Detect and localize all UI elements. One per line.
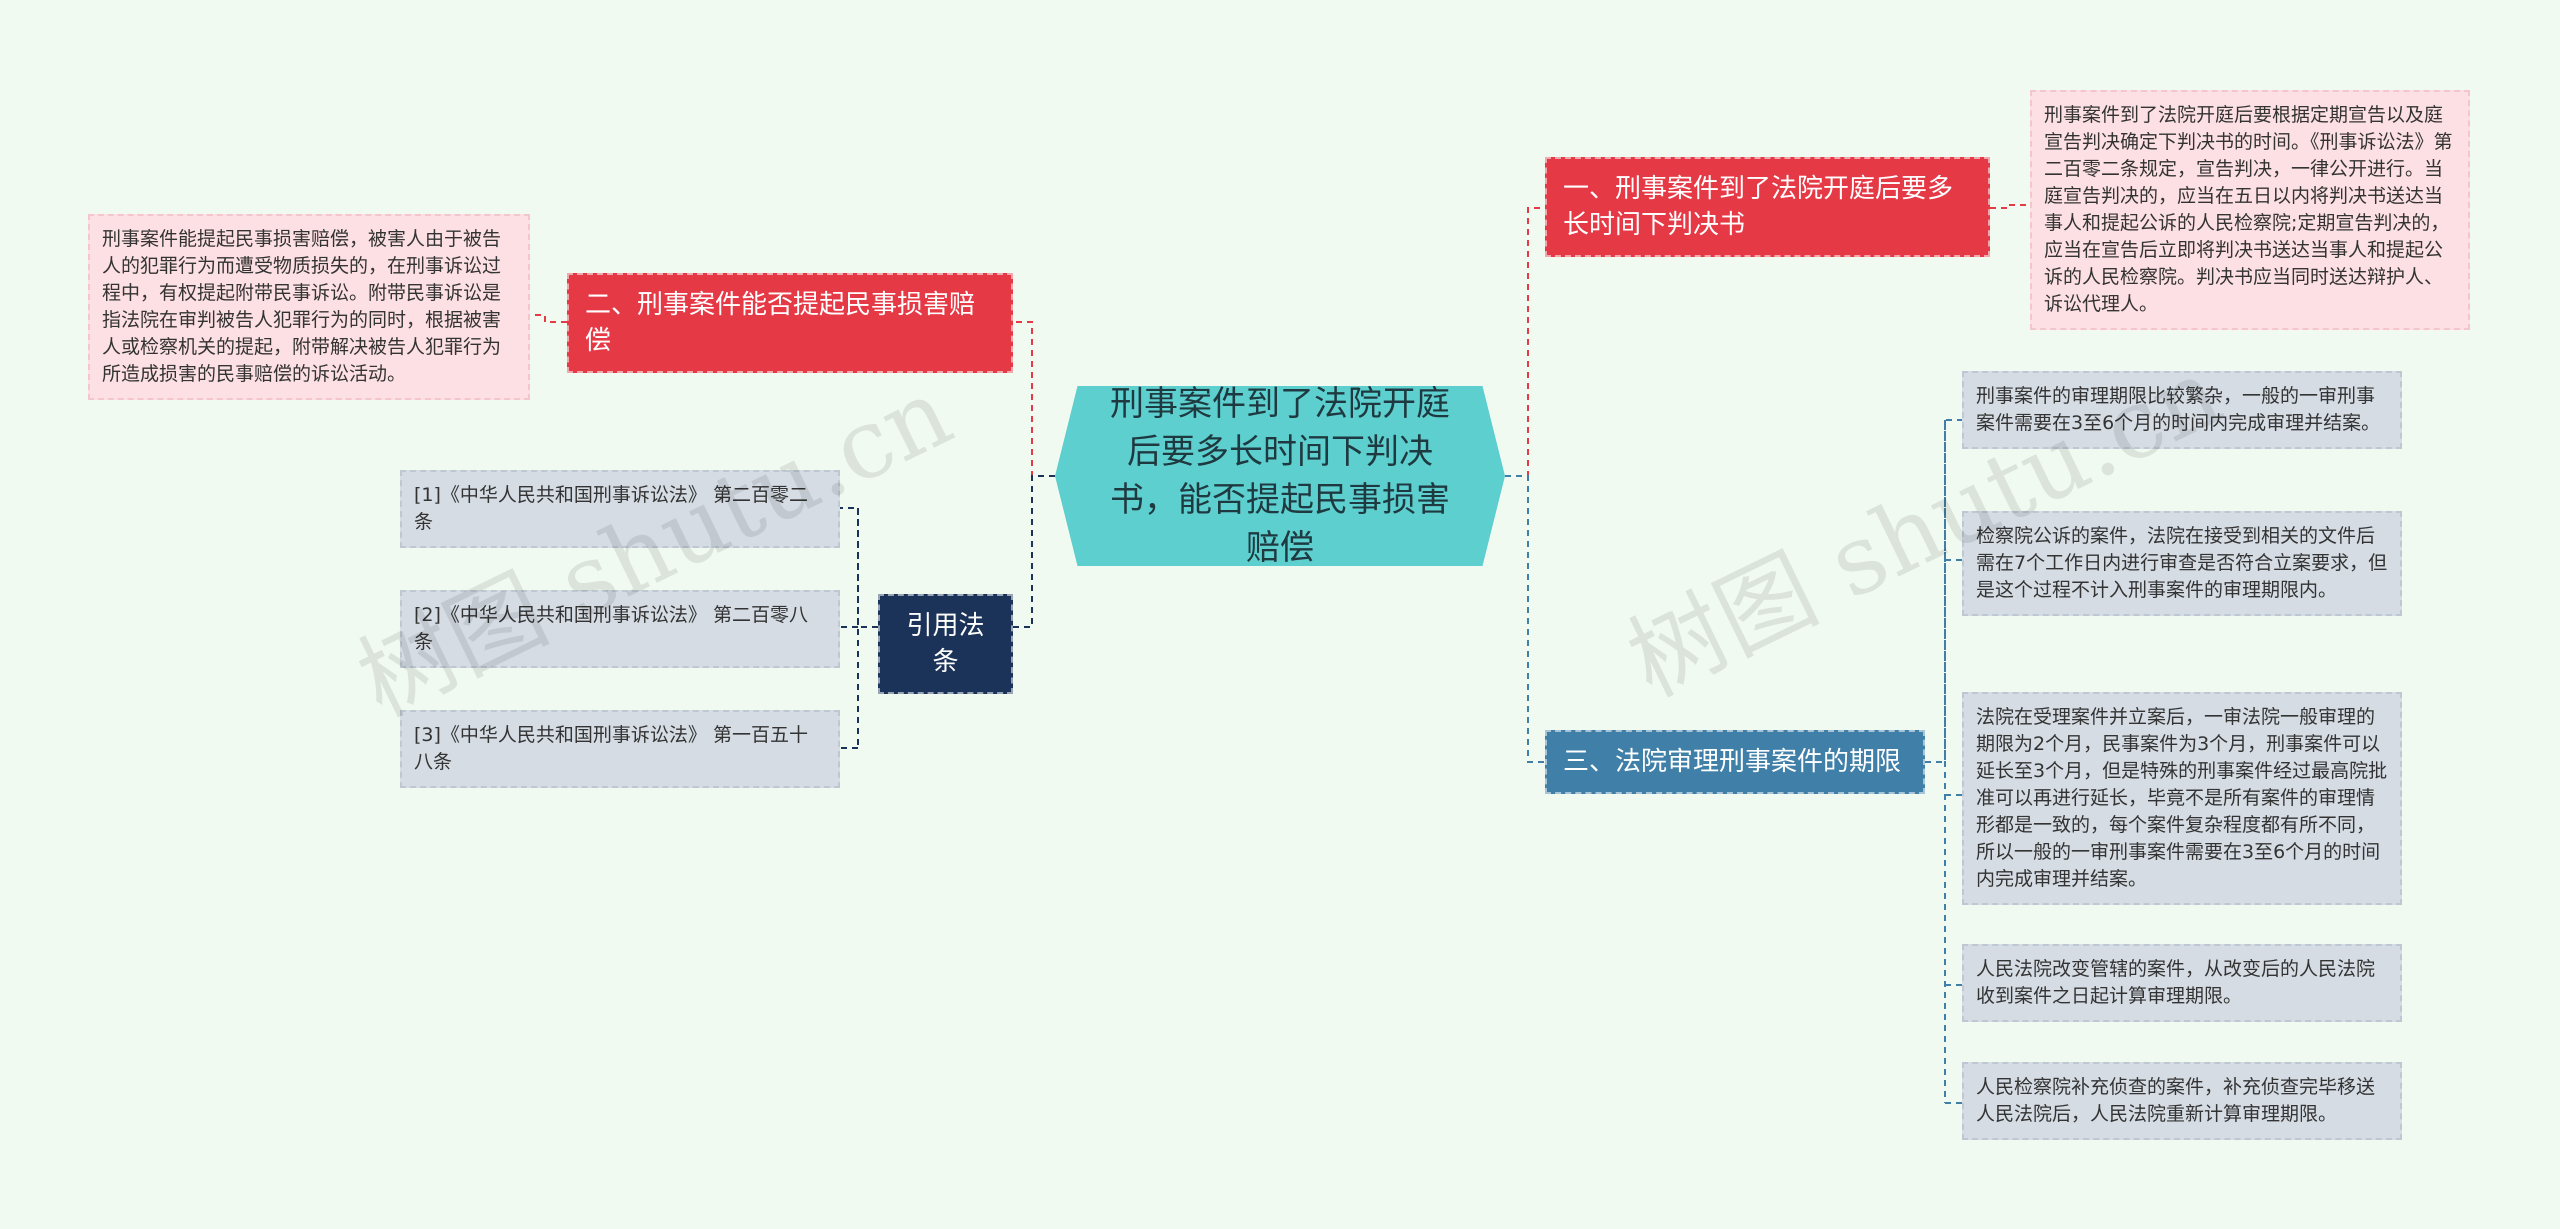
branch-1-leaf-1[interactable]: 刑事案件到了法院开庭后要根据定期宣告以及庭宣告判决确定下判决书的时间。《刑事诉讼…	[2030, 90, 2470, 330]
central-topic-text: 刑事案件到了法院开庭后要多长时间下判决书，能否提起民事损害赔偿	[1110, 384, 1450, 568]
connector-center-b2	[1013, 321, 1055, 477]
branch-2-node[interactable]: 二、刑事案件能否提起民事损害赔偿	[567, 273, 1013, 373]
branch-3-leaf-4[interactable]: 人民法院改变管辖的案件，从改变后的人民法院收到案件之日起计算审理期限。	[1962, 944, 2402, 1022]
connector-b2-leaf	[530, 314, 567, 323]
branch-4-node[interactable]: 引用法条	[878, 594, 1013, 694]
connector-center-b1	[1505, 207, 1545, 477]
leaf-text: 刑事案件的审理期限比较繁杂，一般的一审刑事案件需要在3至6个月的时间内完成审理并…	[1976, 385, 2381, 434]
leaf-text: [2]《中华人民共和国刑事诉讼法》 第二百零八条	[414, 604, 808, 653]
branch-1-node[interactable]: 一、刑事案件到了法院开庭后要多长时间下判决书	[1545, 157, 1990, 257]
branch-3-leaf-1[interactable]: 刑事案件的审理期限比较繁杂，一般的一审刑事案件需要在3至6个月的时间内完成审理并…	[1962, 371, 2402, 449]
leaf-text: 法院在受理案件并立案后，一审法院一般审理的期限为2个月，民事案件为3个月，刑事案…	[1976, 706, 2388, 890]
central-topic[interactable]: 刑事案件到了法院开庭后要多长时间下判决书，能否提起民事损害赔偿	[1055, 386, 1505, 566]
branch-3-leaf-2[interactable]: 检察院公诉的案件，法院在接受到相关的文件后需在7个工作日内进行审查是否符合立案要…	[1962, 511, 2402, 616]
connector-center-b3	[1505, 475, 1545, 763]
leaf-text: 检察院公诉的案件，法院在接受到相关的文件后需在7个工作日内进行审查是否符合立案要…	[1976, 525, 2388, 601]
leaf-text: [1]《中华人民共和国刑事诉讼法》 第二百零二条	[414, 484, 808, 533]
branch-3-leaf-5[interactable]: 人民检察院补充侦查的案件，补充侦查完毕移送人民法院后，人民法院重新计算审理期限。	[1962, 1062, 2402, 1140]
branch-4-leaf-3[interactable]: [3]《中华人民共和国刑事诉讼法》 第一百五十八条	[400, 710, 840, 788]
branch-4-leaf-1[interactable]: [1]《中华人民共和国刑事诉讼法》 第二百零二条	[400, 470, 840, 548]
connector-b3-leaves	[1925, 419, 1962, 1104]
branch-2-leaf-1[interactable]: 刑事案件能提起民事损害赔偿，被害人由于被告人的犯罪行为而遭受物质损失的，在刑事诉…	[88, 214, 530, 400]
leaf-text: 刑事案件到了法院开庭后要根据定期宣告以及庭宣告判决确定下判决书的时间。《刑事诉讼…	[2044, 104, 2453, 315]
branch-4-leaf-2[interactable]: [2]《中华人民共和国刑事诉讼法》 第二百零八条	[400, 590, 840, 668]
branch-4-label: 引用法条	[906, 611, 985, 677]
branch-3-leaf-3[interactable]: 法院在受理案件并立案后，一审法院一般审理的期限为2个月，民事案件为3个月，刑事案…	[1962, 692, 2402, 905]
leaf-text: [3]《中华人民共和国刑事诉讼法》 第一百五十八条	[414, 724, 808, 773]
connector-center-b4	[1013, 475, 1055, 628]
leaf-text: 人民法院改变管辖的案件，从改变后的人民法院收到案件之日起计算审理期限。	[1976, 958, 2376, 1007]
branch-2-label: 二、刑事案件能否提起民事损害赔偿	[585, 290, 976, 356]
branch-1-label: 一、刑事案件到了法院开庭后要多长时间下判决书	[1563, 174, 1954, 240]
connector-b1-leaf	[1990, 204, 2030, 209]
leaf-text: 人民检察院补充侦查的案件，补充侦查完毕移送人民法院后，人民法院重新计算审理期限。	[1976, 1076, 2376, 1125]
branch-3-node[interactable]: 三、法院审理刑事案件的期限	[1545, 730, 1925, 794]
connector-b4-leaves	[840, 507, 878, 749]
branch-3-label: 三、法院审理刑事案件的期限	[1563, 747, 1902, 777]
leaf-text: 刑事案件能提起民事损害赔偿，被害人由于被告人的犯罪行为而遭受物质损失的，在刑事诉…	[102, 228, 502, 385]
